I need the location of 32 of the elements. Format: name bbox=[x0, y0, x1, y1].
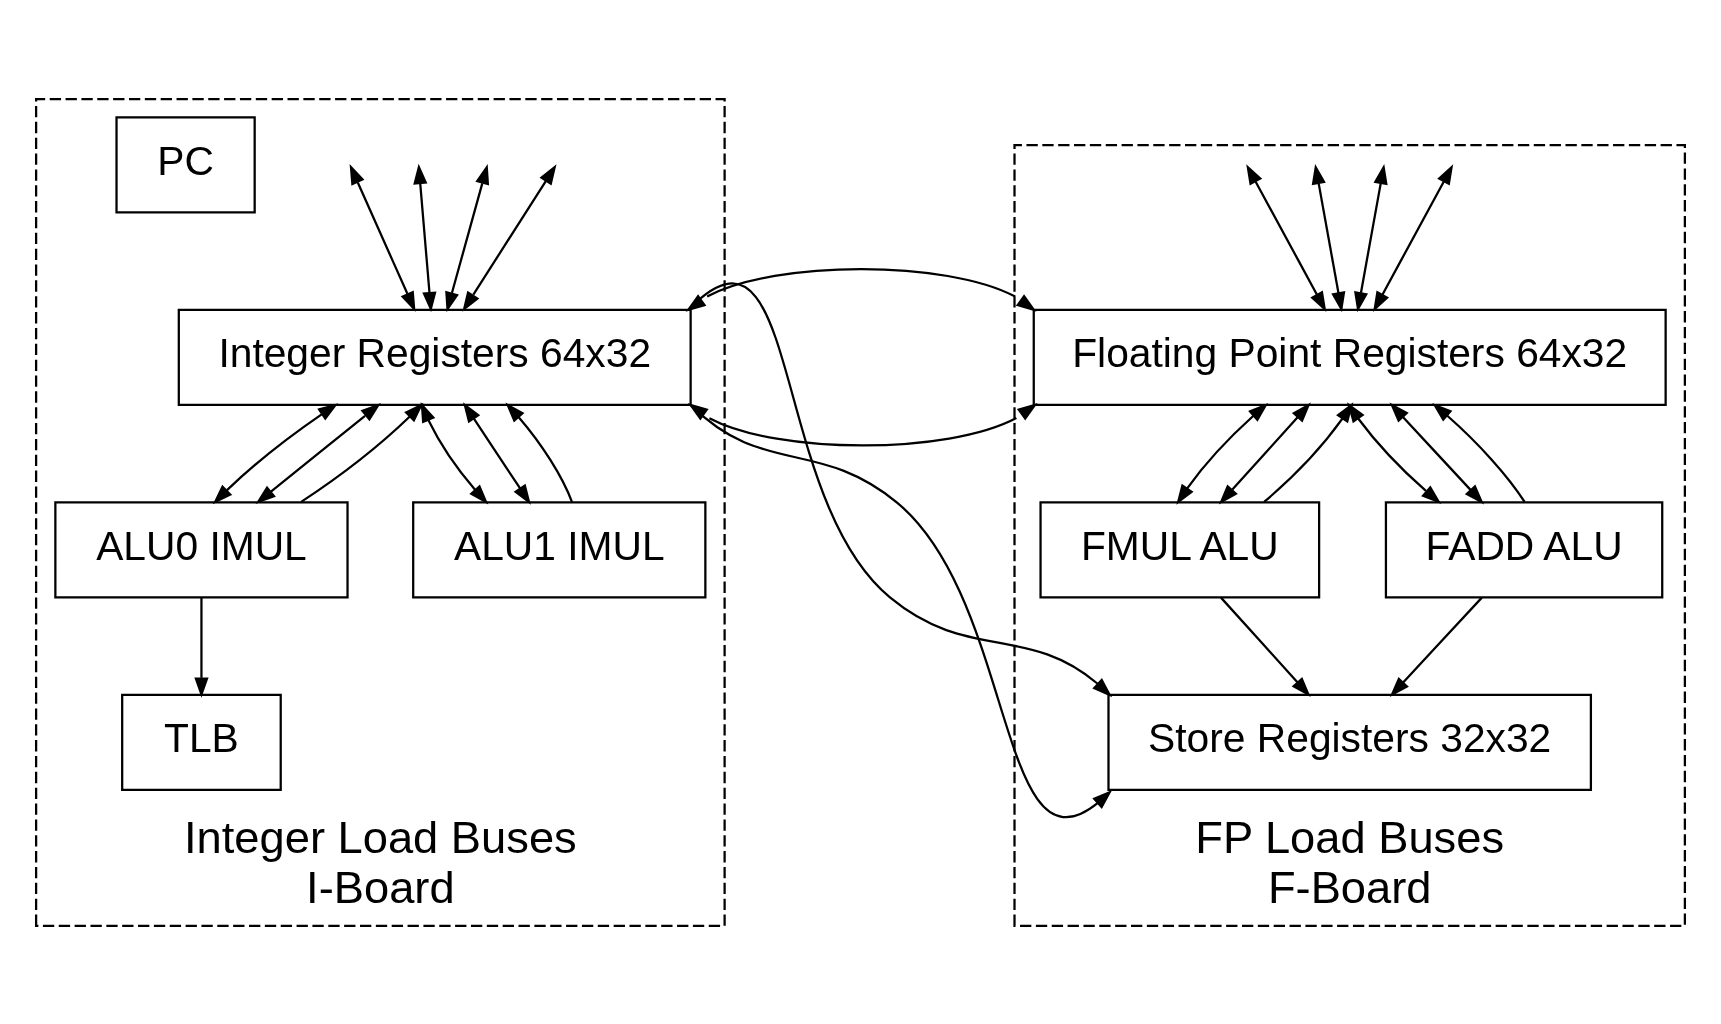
arrow bbox=[194, 597, 209, 698]
arrow bbox=[1354, 163, 1388, 312]
arrow bbox=[1432, 402, 1526, 502]
arrow bbox=[1246, 163, 1327, 312]
arrow bbox=[1389, 402, 1484, 504]
node-box: FMUL ALU bbox=[1039, 500, 1321, 599]
arrow bbox=[1263, 401, 1354, 503]
arrow bbox=[413, 163, 437, 312]
arrow bbox=[1373, 163, 1454, 312]
arrow bbox=[255, 402, 381, 504]
arrow bbox=[349, 163, 416, 312]
arrow bbox=[300, 402, 424, 503]
arrow bbox=[1220, 596, 1311, 697]
node-box: ALU1 IMUL bbox=[412, 500, 707, 599]
node-box: ALU0 IMUL bbox=[54, 500, 349, 599]
node-box: FADD ALU bbox=[1384, 500, 1664, 599]
arrow bbox=[1347, 401, 1442, 504]
arrow bbox=[462, 401, 531, 505]
arrow bbox=[462, 163, 557, 312]
node-box: TLB bbox=[121, 693, 282, 791]
arrow bbox=[1389, 596, 1483, 697]
arrow bbox=[1218, 402, 1311, 504]
node-box: Floating Point Registers 64x32 bbox=[1032, 308, 1667, 406]
arrow bbox=[420, 401, 489, 504]
arrow bbox=[212, 402, 339, 504]
node-box: Store Registers 32x32 bbox=[1107, 693, 1593, 791]
arrow bbox=[505, 402, 573, 502]
arrow bbox=[1311, 163, 1346, 312]
node-box: Integer Registers 64x32 bbox=[177, 308, 692, 406]
node-box: PC bbox=[115, 115, 256, 214]
arrow bbox=[1176, 402, 1269, 505]
arrow bbox=[445, 163, 490, 312]
